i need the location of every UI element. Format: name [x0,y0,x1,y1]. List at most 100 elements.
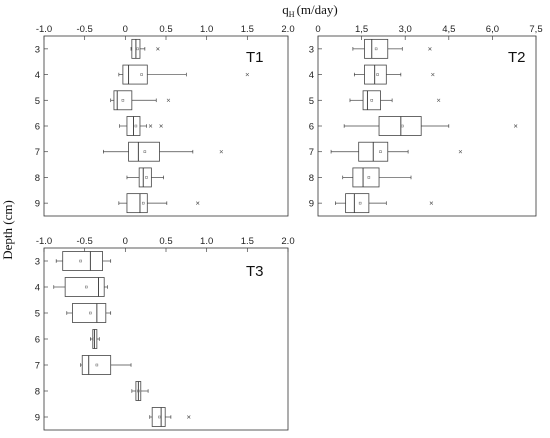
box-iqr [364,38,389,59]
x-tick-label: -1.0 [36,24,52,35]
mean-marker [158,415,161,419]
y-tick-label: 9 [309,199,314,210]
box-depth-5 [349,90,441,111]
outlier-marker [429,201,434,205]
mean-marker [121,99,125,102]
outlier-marker [458,150,463,154]
box-depth-5 [110,90,171,111]
box-depth-9 [118,193,200,214]
mean-marker [89,311,92,315]
mean-marker [145,176,148,179]
x-tick-label: 0 [123,24,128,35]
mean-marker [367,176,371,179]
y-tick-label: 8 [309,173,314,184]
mean-marker [370,99,374,102]
x-axis-subscript: H [289,10,295,19]
x-tick-label: -0.5 [76,24,92,35]
y-tick-label: 3 [35,257,40,268]
outlier-marker [245,72,250,77]
y-tick-label: 3 [309,44,314,55]
box-depth-8 [126,167,164,188]
box-iqr [122,64,148,85]
x-tick-label: 7,5 [529,24,542,35]
y-tick-label: 6 [35,335,40,346]
x-axis-title: qH(m/day) [282,2,337,19]
x-tick-label: 0 [315,24,320,35]
panel-t3: -1.0 -0.5 0 0.5 1.0 1.5 2.0 3 4 5 6 7 8 9 T3 [35,236,295,431]
x-tick-label: 1.0 [200,236,213,247]
box-iqr [362,90,381,111]
box-iqr [64,277,105,297]
box-depth-9 [149,407,191,427]
box-depth-4 [118,64,250,85]
mean-marker [134,124,138,128]
y-tick-label: 7 [35,361,40,372]
mean-marker [143,150,147,153]
x-axis-unit: (m/day) [297,2,338,17]
mean-marker [79,259,82,263]
mean-marker [376,73,379,76]
x-tick-label: 2.0 [281,236,294,247]
x-tick-label: 2.0 [281,24,294,35]
mean-marker [401,124,404,128]
mean-marker [136,47,139,51]
y-axis-title: Depth (cm) [0,200,15,260]
outlier-marker [436,98,441,102]
y-tick-label: 9 [35,413,40,424]
box-depth-4 [53,277,108,297]
outlier-marker [196,201,200,205]
x-tick-label: 3,0 [399,24,412,35]
outlier-marker [219,150,224,154]
box-depth-9 [335,193,434,214]
x-tick-label: 6,0 [486,24,499,35]
y-tick-label: 7 [309,147,314,158]
box-depth-3 [55,251,112,271]
outlier-marker [156,47,160,51]
outlier-marker [513,124,518,128]
box-depth-7 [103,141,224,162]
box-depth-7 [80,355,132,375]
box-iqr [352,167,380,188]
outlier-marker [431,72,435,77]
box-iqr [62,251,103,271]
mean-marker [379,150,382,153]
y-tick-label: 5 [35,309,40,320]
mean-marker [137,389,140,393]
panel-label: T1 [246,49,264,66]
box-iqr [345,193,370,214]
box-depth-4 [353,64,435,85]
mean-marker [358,201,362,205]
box-iqr [113,90,133,111]
x-tick-label: 1.5 [241,24,254,35]
x-tick-label: 1.5 [241,236,254,247]
y-tick-label: 7 [35,147,40,158]
outlier-marker [166,98,171,102]
outlier-marker [428,47,432,51]
outlier-marker [159,124,163,128]
x-tick-label: -0.5 [76,236,92,247]
mean-marker [374,47,378,51]
box-depth-7 [330,141,463,162]
box-depth-3 [352,38,432,59]
box-depth-5 [66,303,112,323]
y-tick-label: 9 [35,199,40,210]
mean-marker [140,73,143,76]
x-tick-label: 1.0 [200,24,213,35]
y-tick-label: 5 [309,96,314,107]
x-axis-symbol: q [282,2,289,17]
box-depth-3 [130,38,160,59]
y-tick-label: 4 [309,70,314,81]
mean-marker [95,363,99,367]
x-tick-label: 0 [123,236,128,247]
mean-marker [92,337,95,341]
y-tick-label: 8 [35,387,40,398]
x-tick-label: -1.0 [36,236,52,247]
panel-label: T3 [246,263,264,280]
y-tick-label: 4 [35,283,40,294]
x-tick-label: 4,5 [442,24,455,35]
x-tick-label: 1,5 [355,24,368,35]
y-tick-label: 6 [309,122,314,133]
x-tick-label: 0.5 [159,236,172,247]
